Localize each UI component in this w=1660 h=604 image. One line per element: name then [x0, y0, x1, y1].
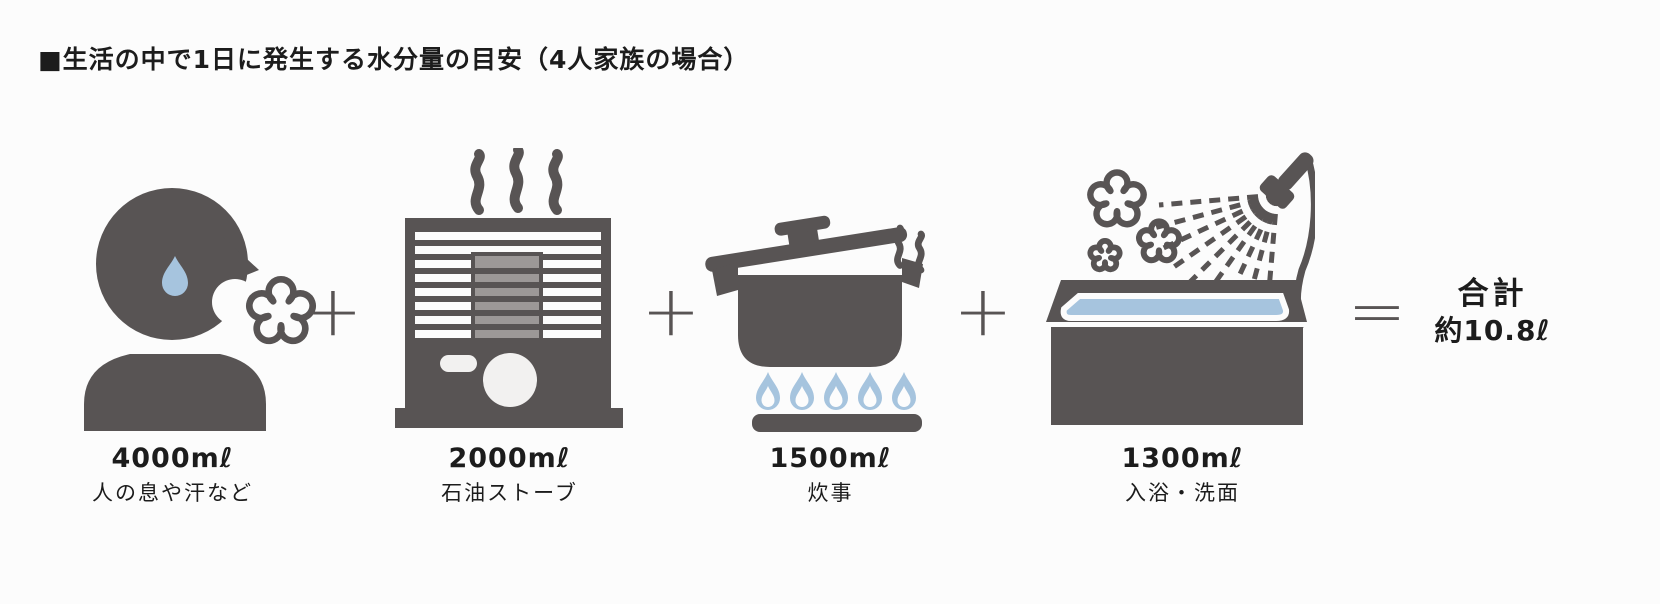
stove-window: [471, 252, 543, 342]
item-cooking-labels: 1500mℓ 炊事: [728, 444, 933, 506]
item-label: 入浴・洗面: [1125, 481, 1240, 505]
cooking-pot-icon: [705, 215, 925, 432]
pot-handle-left: [712, 262, 738, 296]
amount-label: 1300mℓ: [1121, 443, 1244, 474]
water-surface: [1060, 293, 1290, 321]
item-bath-labels: 1300mℓ 入浴・洗面: [1080, 444, 1285, 506]
item-label: 石油ストーブ: [441, 481, 578, 505]
shower-head-icon: [1259, 152, 1314, 209]
bathtub-shower-icon: [1046, 152, 1315, 425]
item-label: 炊事: [807, 481, 854, 505]
person-breath-icon: [84, 188, 342, 431]
amount-label: 4000mℓ: [111, 443, 234, 474]
person-body: [84, 354, 266, 431]
pot-handle-right: [902, 258, 923, 288]
stove-knob: [483, 353, 537, 407]
stove-base: [395, 408, 623, 428]
steam-lines-icon: [470, 148, 563, 215]
plus-operator: +: [303, 270, 363, 352]
plus-operator: +: [953, 270, 1013, 352]
equals-operator: =: [1347, 270, 1407, 352]
bathtub: [1046, 280, 1307, 425]
plus-operator: +: [641, 270, 701, 352]
total-label: 合計: [1457, 276, 1528, 312]
amount-label: 1500mℓ: [769, 443, 892, 474]
kerosene-stove-icon: [395, 148, 623, 428]
total-value: 約10.8ℓ: [1434, 314, 1551, 347]
amount-label: 2000mℓ: [448, 443, 571, 474]
burner-base: [752, 414, 922, 432]
page-title: ■生活の中で1日に発生する水分量の目安（4人家族の場合）: [38, 45, 750, 74]
pot-lid: [705, 215, 908, 272]
item-breath-labels: 4000mℓ 人の息や汗など: [70, 444, 275, 506]
stove-switch: [440, 355, 477, 372]
shower-spray-icon: [1153, 192, 1280, 304]
gas-flames-icon: [756, 372, 916, 410]
steam-puffs-icon: [1090, 172, 1179, 269]
item-label: 人の息や汗など: [92, 481, 253, 505]
item-stove-labels: 2000mℓ 石油ストーブ: [407, 444, 612, 506]
sweat-drop-icon: [162, 256, 188, 296]
total-block: 合計 約10.8ℓ: [1395, 276, 1590, 348]
pot-body: [738, 275, 902, 367]
